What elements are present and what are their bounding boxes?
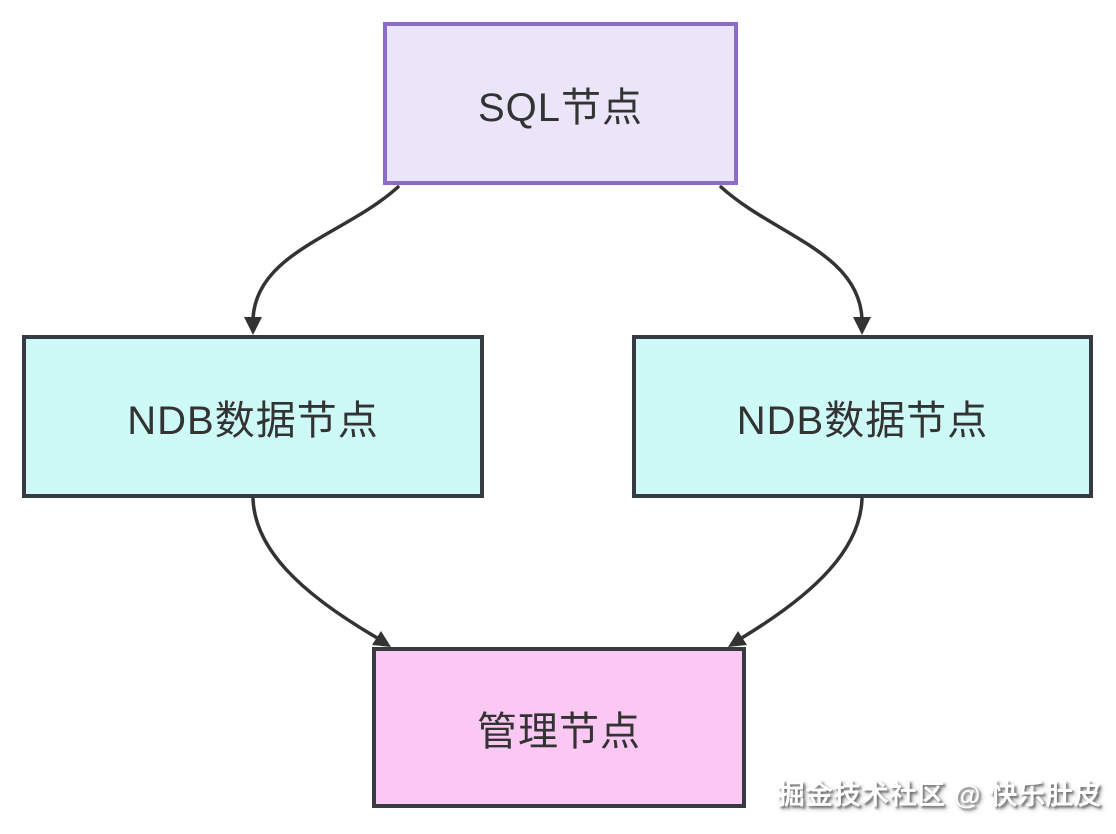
node-management-label: 管理节点 <box>477 709 641 754</box>
watermark: 掘金技术社区 @ 快乐肚皮 <box>777 780 1102 810</box>
node-management: 管理节点 <box>372 647 746 808</box>
node-ndb-data-left: NDB数据节点 <box>22 335 484 498</box>
node-sql-label: SQL节点 <box>477 85 644 130</box>
arrowhead-down-left-icon <box>728 631 747 647</box>
arrowhead-down-icon <box>853 317 871 335</box>
arrowhead-down-icon <box>244 317 262 335</box>
node-sql: SQL节点 <box>383 22 738 185</box>
edge-ndb-right-to-mgmt <box>738 497 864 641</box>
node-ndb-data-right: NDB数据节点 <box>632 335 1093 498</box>
edge-sql-to-ndb-left <box>251 185 400 321</box>
edge-ndb-left-to-mgmt <box>251 497 381 641</box>
edge-sql-to-ndb-right <box>719 185 864 321</box>
node-ndb-data-right-label: NDB数据节点 <box>736 398 989 443</box>
arrowhead-down-right-icon <box>372 631 391 647</box>
node-ndb-data-left-label: NDB数据节点 <box>127 398 379 443</box>
